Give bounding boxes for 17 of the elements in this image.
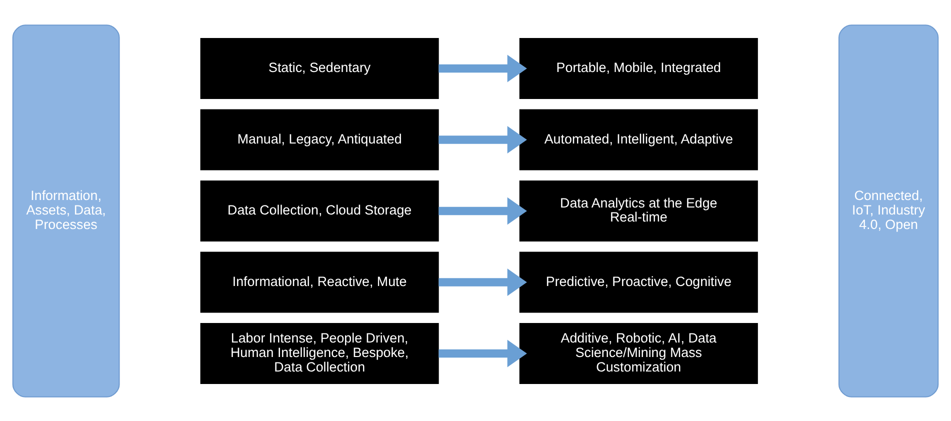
node-box: Portable, Mobile, Integrated	[519, 38, 758, 98]
arrow	[438, 54, 527, 82]
node-box: Additive, Robotic, AI, Data Science/Mining Mass Customization	[519, 322, 758, 384]
arrow	[438, 268, 527, 296]
node-box: Labor Intense, People Driven, Human Intelligence, Bespoke, Data Collection	[200, 322, 439, 384]
node-box: Data Analytics at the Edge Real-time	[519, 180, 758, 241]
node-box: Automated, Intelligent, Adaptive	[519, 108, 758, 170]
node-box: Informational, Reactive, Mute	[200, 251, 439, 312]
arrow	[438, 196, 527, 224]
node-box: Predictive, Proactive, Cognitive	[519, 251, 758, 312]
arrow	[438, 339, 527, 367]
node-box: Information, Assets, Data, Processes	[12, 24, 120, 397]
node-box: Data Collection, Cloud Storage	[200, 180, 439, 241]
node-box: Connected, IoT, Industry 4.0, Open	[838, 24, 939, 397]
node-box: Manual, Legacy, Antiquated	[200, 108, 439, 170]
arrow	[438, 126, 527, 153]
node-box: Static, Sedentary	[200, 38, 439, 98]
